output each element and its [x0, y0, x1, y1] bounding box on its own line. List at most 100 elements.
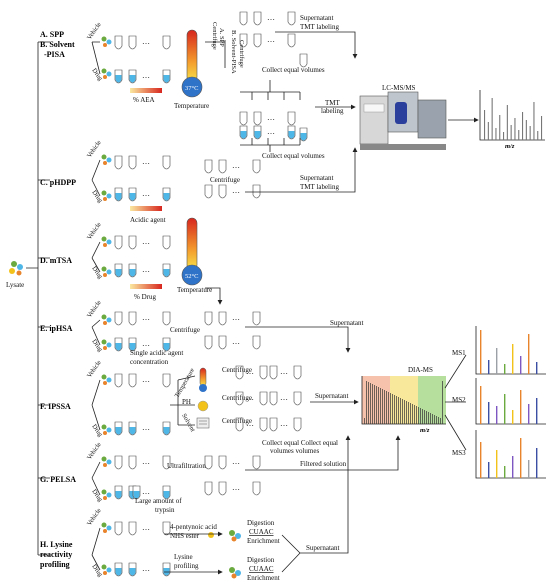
tube-liquid [129, 269, 136, 277]
f-ph-label: PH [182, 398, 191, 406]
tube [253, 111, 262, 126]
ellipsis: … [232, 186, 240, 195]
tube [204, 159, 213, 174]
fork-lines [91, 527, 101, 571]
method-c-label: C. pHDPP [40, 178, 76, 187]
ellipsis: … [142, 375, 150, 384]
lysate-label: Lysate [6, 281, 24, 289]
dia-ms-panel [361, 376, 446, 425]
protein-icon [101, 154, 112, 165]
tube-liquid [163, 193, 170, 201]
labeling-label: labeling [321, 107, 344, 115]
arrow-ab-top [275, 31, 358, 59]
tmt-labeling-c: TMT labeling [300, 183, 339, 191]
dia-peak [428, 412, 429, 424]
spectrum-peak [510, 125, 512, 140]
ellipsis: … [232, 483, 240, 492]
protein-icon [101, 339, 112, 350]
dia-peak [384, 390, 385, 424]
enrichment-1: Enrichment [247, 537, 280, 545]
dia-peak [378, 387, 379, 424]
aea-label: % AEA [133, 96, 155, 104]
ms-peak [488, 462, 490, 478]
ellipsis: … [232, 337, 240, 346]
thermometer-37-icon: 37°C [181, 29, 203, 98]
ms-peak [520, 438, 522, 478]
tube [128, 311, 137, 326]
h-merge-lines [281, 534, 301, 573]
ellipsis: … [267, 127, 275, 136]
tube [128, 521, 137, 536]
acidic-gradient-bar [130, 206, 162, 211]
tube [299, 53, 308, 68]
ultrafiltration-label: Ultrafiltration [167, 462, 206, 470]
f-split-lines [170, 375, 196, 426]
tube-liquid [115, 269, 122, 277]
tube [235, 391, 244, 406]
centrifuge-c-label: Centrifuge [210, 176, 240, 184]
tube [114, 235, 123, 250]
tube [128, 455, 137, 470]
ellipsis: … [142, 313, 150, 322]
h-protein-top-icon [229, 530, 241, 542]
spectrum-peak [537, 131, 539, 140]
tube [239, 111, 248, 126]
ellipsis: … [142, 37, 150, 46]
dia-peak [398, 397, 399, 424]
lysine-prof-2: profiling [174, 562, 199, 570]
tmt-labeling-ab: TMT labeling [300, 23, 339, 31]
spectrum-peak [518, 130, 520, 140]
tube [252, 335, 261, 350]
dia-peak [430, 413, 431, 424]
trunk-branches [38, 41, 50, 556]
dia-peak [390, 393, 391, 424]
lcmsms-label: LC-MS/MS [382, 84, 416, 92]
dia-peak [368, 382, 369, 424]
fork-lines [91, 461, 101, 496]
ellipsis: … [232, 313, 240, 322]
tube-liquid [163, 427, 170, 435]
single-acidic-2: concentration [130, 358, 169, 366]
ms-peak [480, 330, 482, 374]
ellipsis: … [142, 189, 150, 198]
dia-peak [434, 415, 435, 424]
ellipsis: … [246, 419, 254, 428]
lysate-node: Lysate [6, 261, 24, 289]
tube-liquid [129, 427, 136, 435]
f-centrifuge-1: Centrifuge [222, 366, 252, 374]
dia-peak [406, 401, 407, 424]
dia-peak [432, 414, 433, 424]
ellipsis: … [232, 457, 240, 466]
tube [269, 365, 278, 380]
tube [114, 311, 123, 326]
large-amount-1: Large amount of [135, 497, 182, 505]
spectrum-peak [541, 116, 543, 140]
dia-peak [436, 416, 437, 424]
ms-peak [512, 456, 514, 478]
tube-liquid [115, 75, 122, 83]
collect-bracket-2 [240, 138, 301, 152]
lysine-prof-1: Lysine [174, 553, 193, 561]
dia-peak [372, 384, 373, 424]
tube [162, 155, 171, 170]
ellipsis: … [142, 564, 150, 573]
f-thermometer-icon [199, 367, 207, 392]
tube [235, 365, 244, 380]
tube-liquid [115, 343, 122, 351]
fork-lines [91, 319, 101, 346]
dia-peak [386, 391, 387, 424]
filtered-solution-label: Filtered solution [300, 460, 347, 468]
tube [204, 455, 213, 470]
arrow-g-to-dia [245, 435, 401, 471]
tube [293, 365, 302, 380]
protein-icon [101, 456, 112, 467]
tube-liquid [163, 75, 170, 83]
lcmsms-instrument-icon [359, 91, 447, 150]
supernatant-c: Supernatant [300, 174, 333, 182]
cuaac-2: CUAAC [249, 565, 274, 573]
fork-lines [91, 379, 101, 431]
ms-peak [504, 394, 506, 424]
dia-peak [402, 399, 403, 424]
f-collect-eq: Collect equal Collect equal [262, 439, 338, 447]
